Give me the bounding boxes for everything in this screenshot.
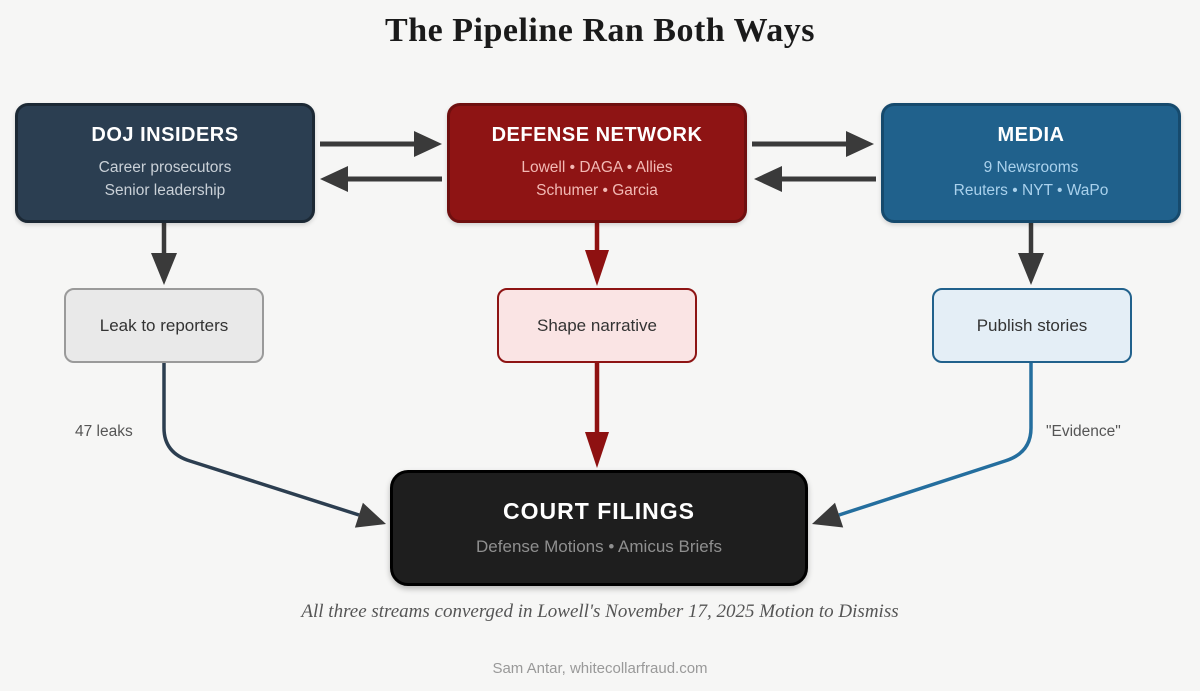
node-leak-to-reporters: Leak to reporters	[64, 288, 264, 363]
node-title: DOJ INSIDERS	[91, 124, 239, 146]
node-subtitle-line: Reuters • NYT • WaPo	[953, 182, 1109, 199]
arrowhead-right-icon	[354, 502, 386, 528]
arrow-defense-to-doj	[320, 166, 442, 192]
caption: All three streams converged in Lowell's …	[301, 601, 899, 622]
diagram-title: The Pipeline Ran Both Ways	[385, 12, 815, 49]
arrow-publish-to-court	[812, 362, 1033, 528]
edge-label-evidence: "Evidence"	[1046, 423, 1121, 440]
node-media: MEDIA 9 Newsrooms Reuters • NYT • WaPo	[881, 103, 1181, 223]
arrow-defense-to-media	[752, 131, 874, 157]
arrowhead-down-icon	[1018, 253, 1044, 285]
node-publish-stories: Publish stories	[932, 288, 1132, 363]
edge-label-47-leaks: 47 leaks	[75, 423, 133, 440]
arrow-leak-to-court	[162, 362, 386, 528]
node-doj-insiders: DOJ INSIDERS Career prosecutors Senior l…	[15, 103, 315, 223]
node-subtitle-line: 9 Newsrooms	[983, 159, 1079, 176]
credit: Sam Antar, whitecollarfraud.com	[492, 660, 708, 677]
node-court-filings: COURT FILINGS Defense Motions • Amicus B…	[390, 470, 808, 586]
node-label: Publish stories	[976, 315, 1088, 335]
arrowhead-right-icon	[414, 131, 442, 157]
node-title: DEFENSE NETWORK	[491, 124, 703, 146]
arrow-media-to-publish	[1018, 220, 1044, 285]
node-subtitle-line: Career prosecutors	[98, 159, 232, 176]
node-shape-narrative: Shape narrative	[497, 288, 697, 363]
node-subtitle-line: Lowell • DAGA • Allies	[521, 159, 673, 176]
arrowhead-down-icon	[585, 432, 609, 468]
arrowhead-left-icon	[754, 166, 782, 192]
node-title: COURT FILINGS	[503, 498, 695, 524]
node-label: Leak to reporters	[99, 315, 229, 335]
arrowhead-right-icon	[846, 131, 874, 157]
arrowhead-left-icon	[812, 502, 844, 528]
node-subtitle: Defense Motions • Amicus Briefs	[476, 537, 722, 556]
arrow-defense-to-shape	[585, 220, 609, 286]
node-label: Shape narrative	[536, 315, 658, 335]
node-subtitle-line: Senior leadership	[104, 182, 226, 199]
arrowhead-down-icon	[151, 253, 177, 285]
arrow-shape-to-court	[585, 362, 609, 468]
arrow-doj-to-leak	[151, 220, 177, 285]
arrowhead-down-icon	[585, 250, 609, 286]
node-defense-network: DEFENSE NETWORK Lowell • DAGA • Allies S…	[447, 103, 747, 223]
node-title: MEDIA	[997, 124, 1065, 146]
arrow-media-to-defense	[754, 166, 876, 192]
arrow-doj-to-defense	[320, 131, 442, 157]
node-subtitle-line: Schumer • Garcia	[536, 182, 658, 199]
arrowhead-left-icon	[320, 166, 348, 192]
